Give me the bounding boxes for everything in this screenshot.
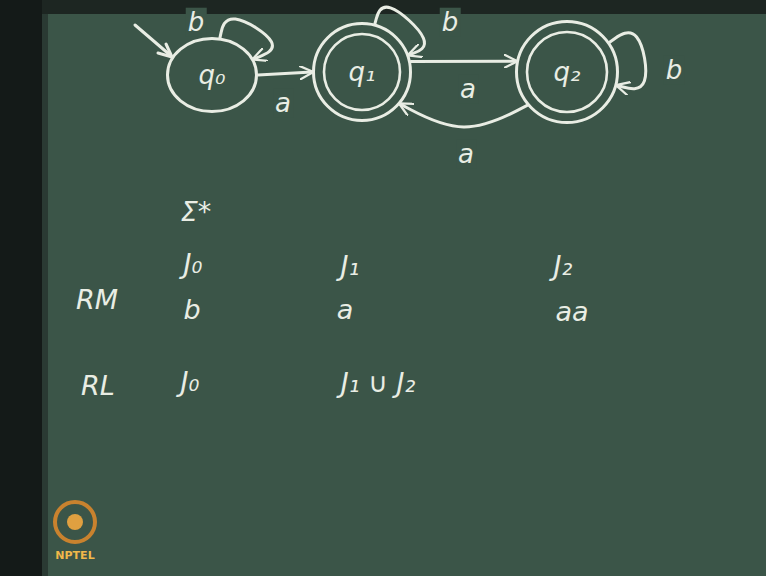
accept-ring bbox=[527, 32, 607, 112]
board-note: RL bbox=[81, 371, 115, 401]
start-arrowhead bbox=[158, 44, 172, 57]
board-note: J₀ bbox=[181, 367, 200, 397]
transition-symbol: a bbox=[456, 140, 476, 169]
state-ring bbox=[517, 22, 618, 123]
emblem-ring bbox=[55, 502, 95, 542]
transition-symbol: b bbox=[186, 8, 207, 37]
state-name: q₂ bbox=[554, 57, 581, 87]
transition-arrow bbox=[400, 104, 527, 127]
board-note: J₁ ∪ J₂ bbox=[341, 368, 416, 398]
board-note: J₀ bbox=[184, 249, 203, 279]
nptel-emblem bbox=[55, 502, 95, 542]
emblem-core bbox=[67, 514, 83, 530]
state-ring bbox=[168, 39, 257, 112]
transition-symbol: a bbox=[273, 89, 293, 118]
transition-arrow bbox=[258, 72, 312, 75]
board-note: b bbox=[183, 295, 200, 325]
state-circle: q₂ bbox=[515, 20, 619, 124]
state-name: q₀ bbox=[199, 60, 226, 90]
state-circle: q₀ bbox=[166, 37, 258, 113]
board-note: Σ* bbox=[181, 197, 212, 227]
watermark: NPTEL bbox=[55, 550, 94, 562]
self-loop bbox=[375, 7, 425, 55]
state-circle: q₁ bbox=[312, 22, 412, 122]
frame-edge bbox=[42, 14, 48, 576]
board-note: RM bbox=[76, 285, 118, 315]
board-note: J₁ bbox=[341, 251, 360, 281]
board-note: J₂ bbox=[554, 251, 573, 281]
board-note: aa bbox=[555, 297, 588, 327]
board-note: a bbox=[337, 295, 354, 325]
transition-symbol: a bbox=[458, 75, 478, 104]
transition-arrow bbox=[411, 60, 516, 63]
transition-symbol: b bbox=[664, 56, 685, 85]
accept-ring bbox=[324, 34, 400, 110]
start-arrow bbox=[135, 25, 170, 55]
state-name: q₁ bbox=[349, 57, 376, 87]
frame-left bbox=[0, 0, 42, 576]
transition-symbol: b bbox=[440, 8, 461, 37]
state-ring bbox=[314, 24, 411, 121]
